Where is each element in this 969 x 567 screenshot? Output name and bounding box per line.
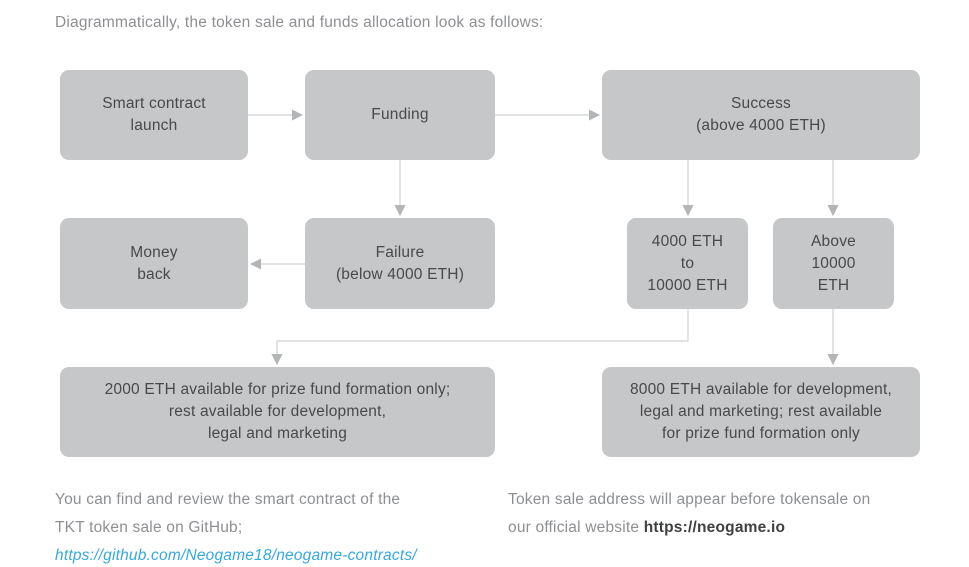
node-prize-fund-2000: 2000 ETH available for prize fund format… — [60, 367, 495, 457]
node-funding: Funding — [305, 70, 495, 160]
node-label: 2000 ETH available for prize fund format… — [104, 381, 451, 442]
node-above-10000: Above 10000 ETH — [773, 218, 894, 309]
node-range-4000-to-10000: 4000 ETH to 10000 ETH — [627, 218, 748, 309]
node-development-8000: 8000 ETH available for development, lega… — [602, 367, 920, 457]
node-smart-contract-launch: Smart contract launch — [60, 70, 248, 160]
node-label: Above 10000 ETH — [811, 232, 856, 294]
node-failure: Failure (below 4000 ETH) — [305, 218, 495, 309]
node-label: Failure (below 4000 ETH) — [335, 243, 465, 283]
footnote-token-sale-address: Token sale address will appear before to… — [508, 486, 948, 542]
node-success: Success (above 4000 ETH) — [602, 70, 920, 160]
footnote-token-sale-text: Token sale address will appear before to… — [508, 491, 871, 537]
github-contracts-link[interactable]: https://github.com/Neogame18/neogame-con… — [55, 547, 417, 565]
node-label: Funding — [371, 106, 429, 123]
node-label: Smart contract launch — [102, 95, 206, 134]
footnote-github-text: You can find and review the smart contra… — [55, 491, 401, 537]
node-money-back: Money back — [60, 218, 248, 309]
footnote-github: You can find and review the smart contra… — [55, 486, 505, 567]
intro-text: Diagrammatically, the token sale and fun… — [55, 14, 544, 31]
node-label: 8000 ETH available for development, lega… — [629, 381, 893, 442]
node-label: Money back — [130, 243, 178, 283]
arrow-range-to-prize-fund — [271, 309, 689, 366]
node-label: Success (above 4000 ETH) — [696, 95, 826, 134]
neogame-website-link[interactable]: https://neogame.io — [643, 519, 786, 537]
node-label: 4000 ETH to 10000 ETH — [647, 232, 728, 294]
